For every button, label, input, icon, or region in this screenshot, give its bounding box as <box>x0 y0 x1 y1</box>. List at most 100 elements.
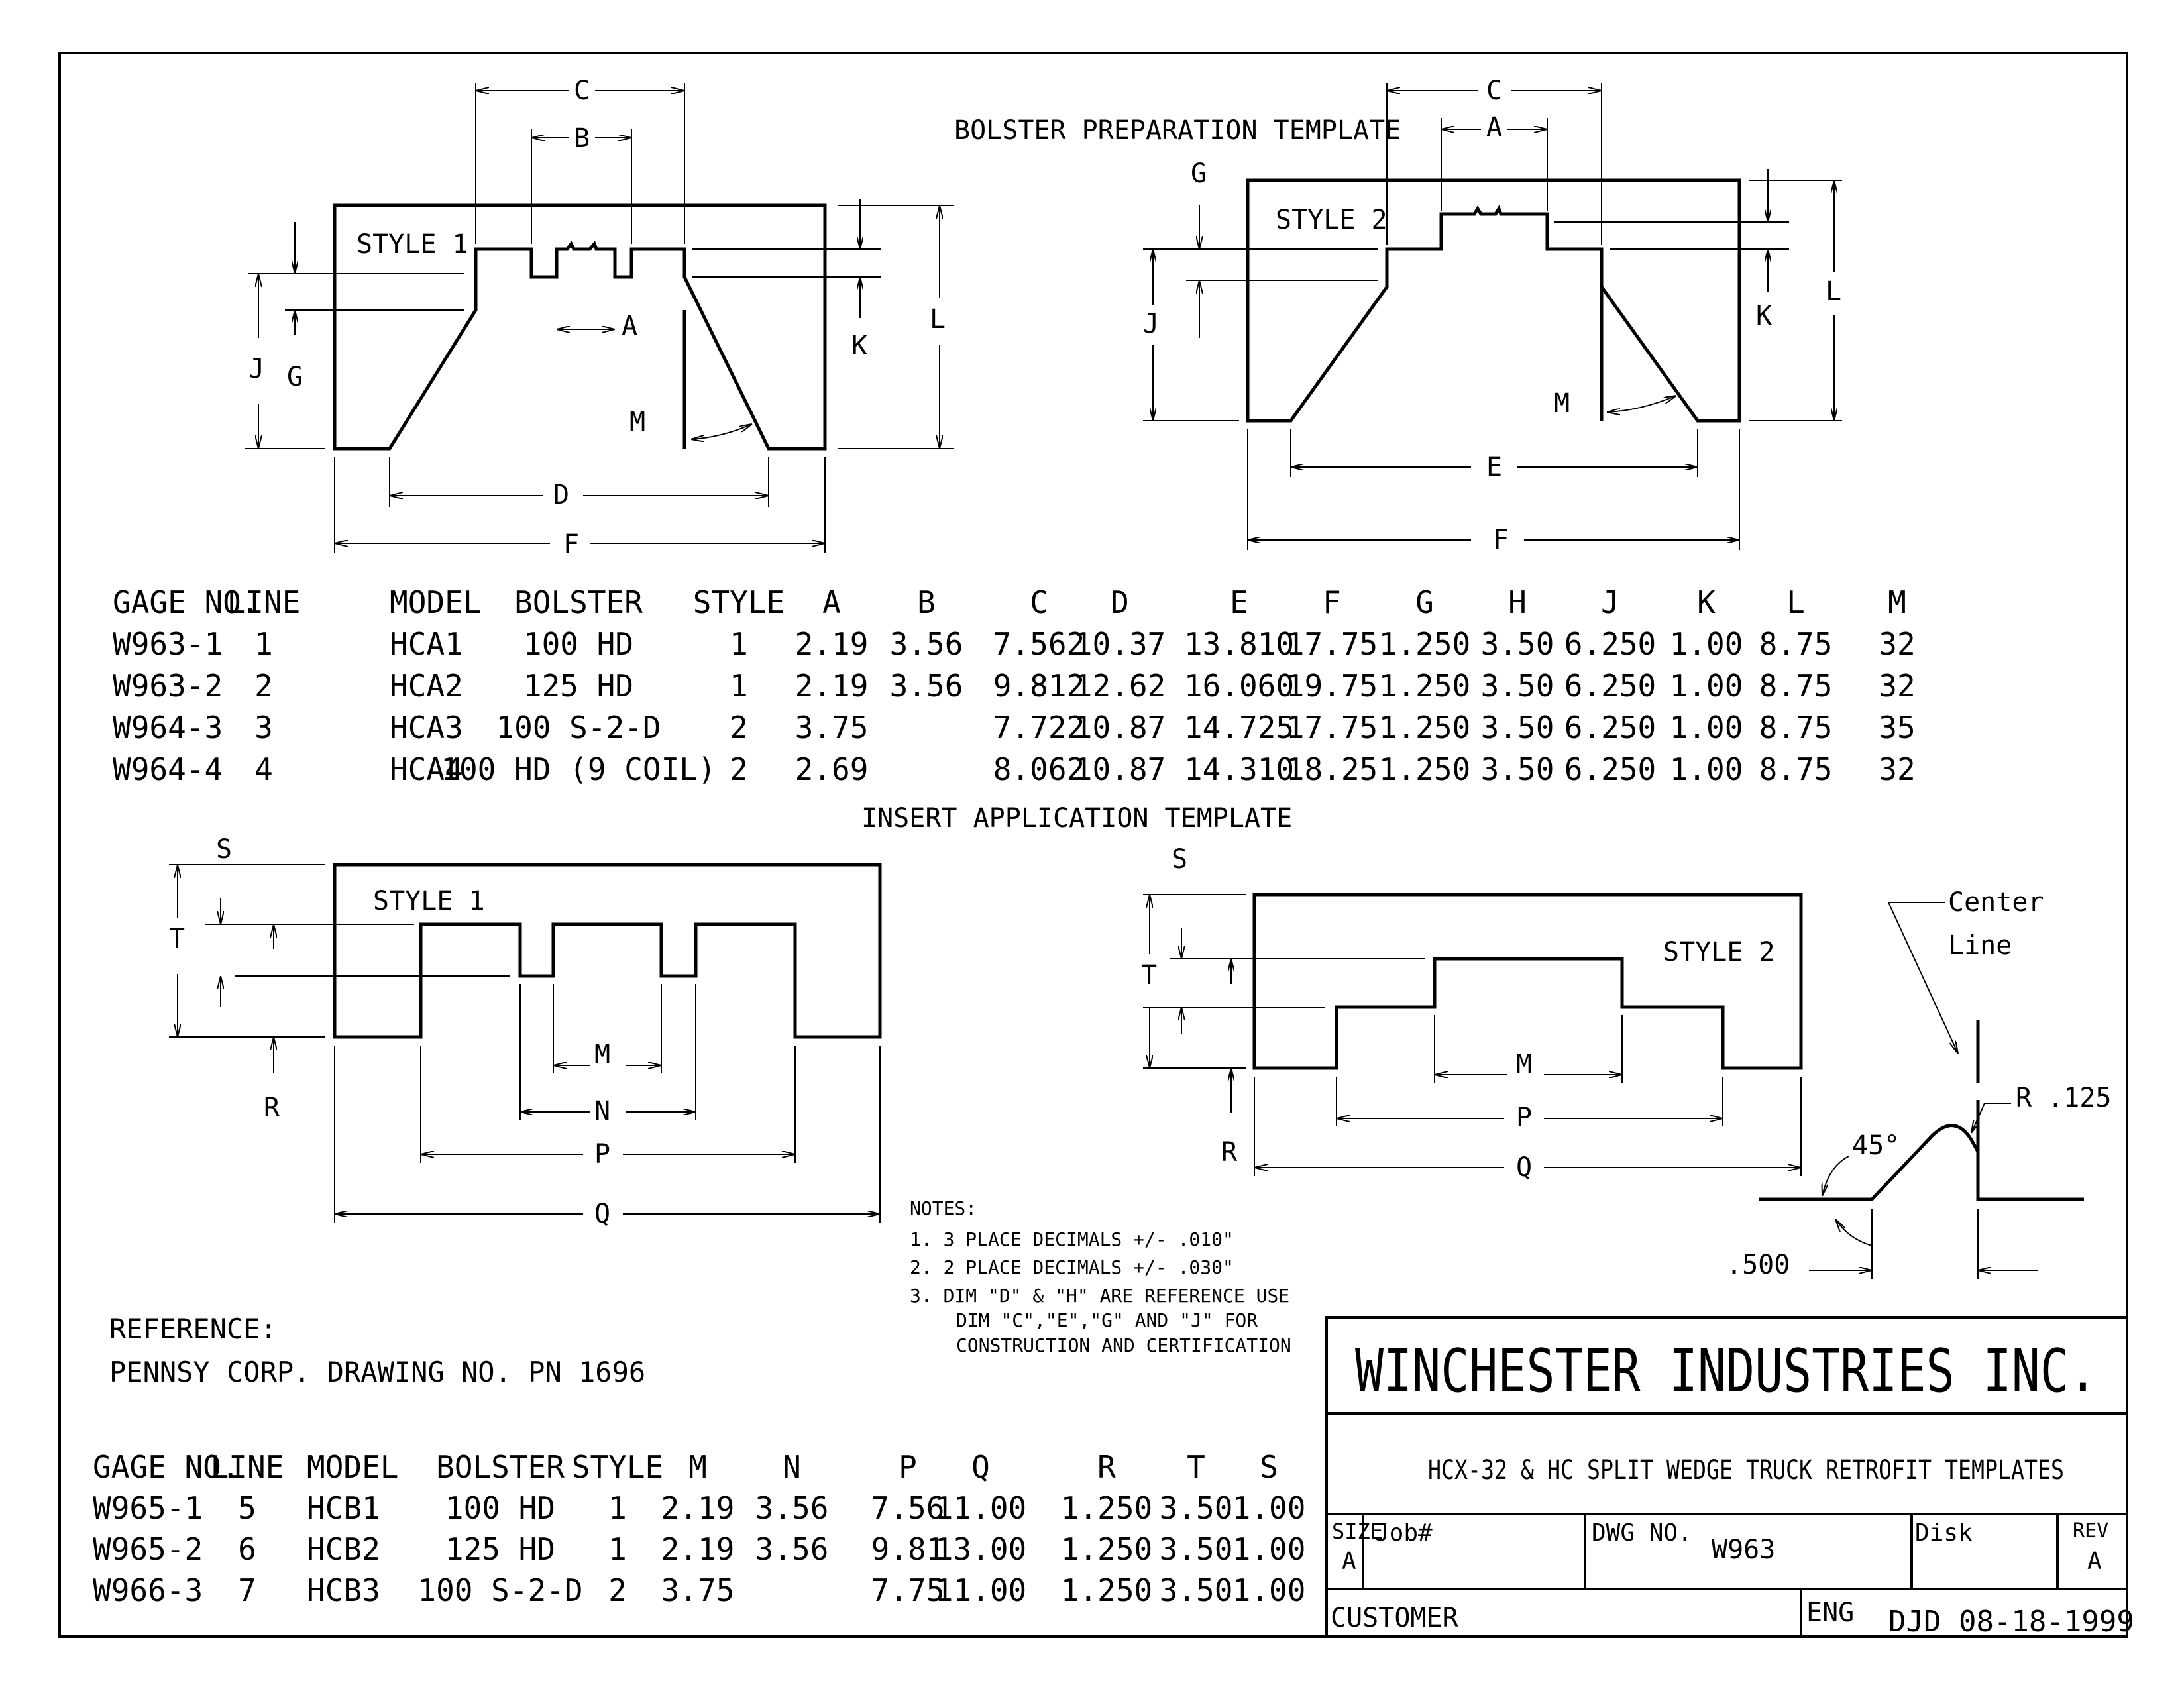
dim-f-label-2: F <box>1493 525 1509 555</box>
table2-header-cell: P <box>899 1449 917 1485</box>
offset-label: .500 <box>1726 1250 1790 1280</box>
table1-header-cell: D <box>1111 584 1129 620</box>
disk-label: Disk <box>1915 1519 1973 1547</box>
dim-b-label: B <box>574 123 590 154</box>
size-label: SIZE <box>1332 1519 1383 1544</box>
notes-heading: NOTES: <box>910 1197 977 1219</box>
table1-cell: 1 <box>730 668 748 704</box>
table1-cell: 10.87 <box>1074 710 1166 745</box>
table1-header-cell: E <box>1230 584 1248 620</box>
sheet-border <box>58 52 2128 1638</box>
table1-cell: 100 S-2-D <box>496 710 661 745</box>
dim-k-label-2: K <box>1756 301 1772 331</box>
table1-cell: 3.75 <box>795 710 869 745</box>
table1-cell: 7.722 <box>993 710 1085 745</box>
table2-cell: 3.50 <box>1160 1572 1233 1608</box>
table2-cell: 7 <box>238 1572 256 1608</box>
table1-header-cell: GAGE NO. <box>113 584 260 620</box>
table2-cell: 7.56 <box>871 1490 945 1526</box>
table2-cell: HCB1 <box>307 1490 380 1526</box>
table1-header-cell: H <box>1508 584 1527 620</box>
table1-cell: 2.19 <box>795 626 869 662</box>
dim-d-label: D <box>553 480 569 510</box>
table1-cell: 100 HD (9 COIL) <box>441 751 716 787</box>
table2-cell: 5 <box>238 1490 256 1526</box>
table1-cell: 2 <box>730 751 748 787</box>
insert-edge-detail <box>1759 902 2084 1279</box>
dim-e-label: E <box>1486 452 1502 482</box>
table2-header-cell: N <box>783 1449 801 1485</box>
table1-cell: 1.250 <box>1379 751 1470 787</box>
table1-cell: 1.00 <box>1670 751 1743 787</box>
dim-l-label: L <box>930 304 946 335</box>
table1-cell: 6.250 <box>1564 626 1656 662</box>
table1-cell: 10.87 <box>1074 751 1166 787</box>
dim-n-label: N <box>594 1096 610 1126</box>
table2-cell: 13.00 <box>935 1531 1026 1567</box>
table2-cell: 2.19 <box>661 1531 735 1567</box>
table1-cell: 13.810 <box>1184 626 1294 662</box>
table1-header-cell: BOLSTER <box>514 584 643 620</box>
table1-cell: 3.56 <box>890 668 963 704</box>
dim-m-label-insert-2: M <box>1516 1050 1532 1080</box>
job-label: Job# <box>1375 1519 1433 1547</box>
table2-cell: 3.50 <box>1160 1531 1233 1567</box>
radius-label: R .125 <box>2016 1083 2112 1113</box>
dim-a-label: A <box>622 311 637 341</box>
table1-cell: 12.62 <box>1074 668 1166 704</box>
table1-cell: 18.25 <box>1286 751 1378 787</box>
table2-cell: 1.00 <box>1232 1490 1306 1526</box>
table1-cell: 8.75 <box>1759 626 1833 662</box>
table2-cell: 1.00 <box>1232 1572 1306 1608</box>
table2-header-cell: Q <box>971 1449 990 1485</box>
table2-cell: 3.56 <box>755 1490 829 1526</box>
table2-header-cell: GAGE NO. <box>93 1449 240 1485</box>
table1-cell: 2 <box>254 668 273 704</box>
dim-j-label-2: J <box>1143 309 1159 339</box>
table2-cell: 2.19 <box>661 1490 735 1526</box>
dim-k-label: K <box>851 331 867 361</box>
table2-cell: HCB2 <box>307 1531 380 1567</box>
bolster-template-title: BOLSTER PREPARATION TEMPLATE <box>954 115 1401 146</box>
table2-header-cell: M <box>688 1449 707 1485</box>
table1-cell: 3.50 <box>1481 668 1555 704</box>
table1-header-cell: K <box>1697 584 1716 620</box>
table1-cell: W963-2 <box>113 668 223 704</box>
table1-cell: W964-4 <box>113 751 223 787</box>
table1-cell: 4 <box>254 751 273 787</box>
dim-q-label: Q <box>594 1199 610 1229</box>
table1-cell: 14.725 <box>1184 710 1294 745</box>
table1-cell: 6.250 <box>1564 668 1656 704</box>
table1-header-cell: STYLE <box>693 584 785 620</box>
table1-cell: 14.310 <box>1184 751 1294 787</box>
table2-cell: 100 HD <box>445 1490 555 1526</box>
table1-cell: 1.250 <box>1379 710 1470 745</box>
reference-text: PENNSY CORP. DRAWING NO. PN 1696 <box>109 1356 645 1388</box>
table1-cell: 3.50 <box>1481 626 1555 662</box>
bolster-style-1-drawing <box>245 83 954 553</box>
table1-cell: HCA1 <box>390 626 463 662</box>
dim-m-label-insert: M <box>594 1040 610 1070</box>
dim-g-label-2: G <box>1191 158 1207 189</box>
table1-cell: 8.75 <box>1759 751 1833 787</box>
dim-f-label: F <box>563 529 579 560</box>
table1-cell: 3.50 <box>1481 751 1555 787</box>
table2-cell: W965-2 <box>93 1531 203 1567</box>
dim-q-label-2: Q <box>1516 1152 1532 1183</box>
drawing-title: HCX-32 & HC SPLIT WEDGE TRUCK RETROFIT T… <box>1428 1455 2064 1486</box>
dwg-label: DWG NO. <box>1592 1519 1692 1547</box>
dim-s-label: S <box>216 834 232 865</box>
rev-value: A <box>2087 1548 2102 1575</box>
table1-cell: 1.250 <box>1379 668 1470 704</box>
table1-cell: 16.060 <box>1184 668 1294 704</box>
table1-cell: 3 <box>254 710 273 745</box>
dim-p-label-2: P <box>1516 1103 1532 1133</box>
table1-cell: HCA3 <box>390 710 463 745</box>
table1-header-cell: F <box>1323 584 1341 620</box>
dim-j-label: J <box>248 354 264 384</box>
table1-header-cell: MODEL <box>390 584 481 620</box>
company-name: WINCHESTER INDUSTRIES INC. <box>1355 1336 2097 1406</box>
table1-cell: 32 <box>1879 668 1915 704</box>
